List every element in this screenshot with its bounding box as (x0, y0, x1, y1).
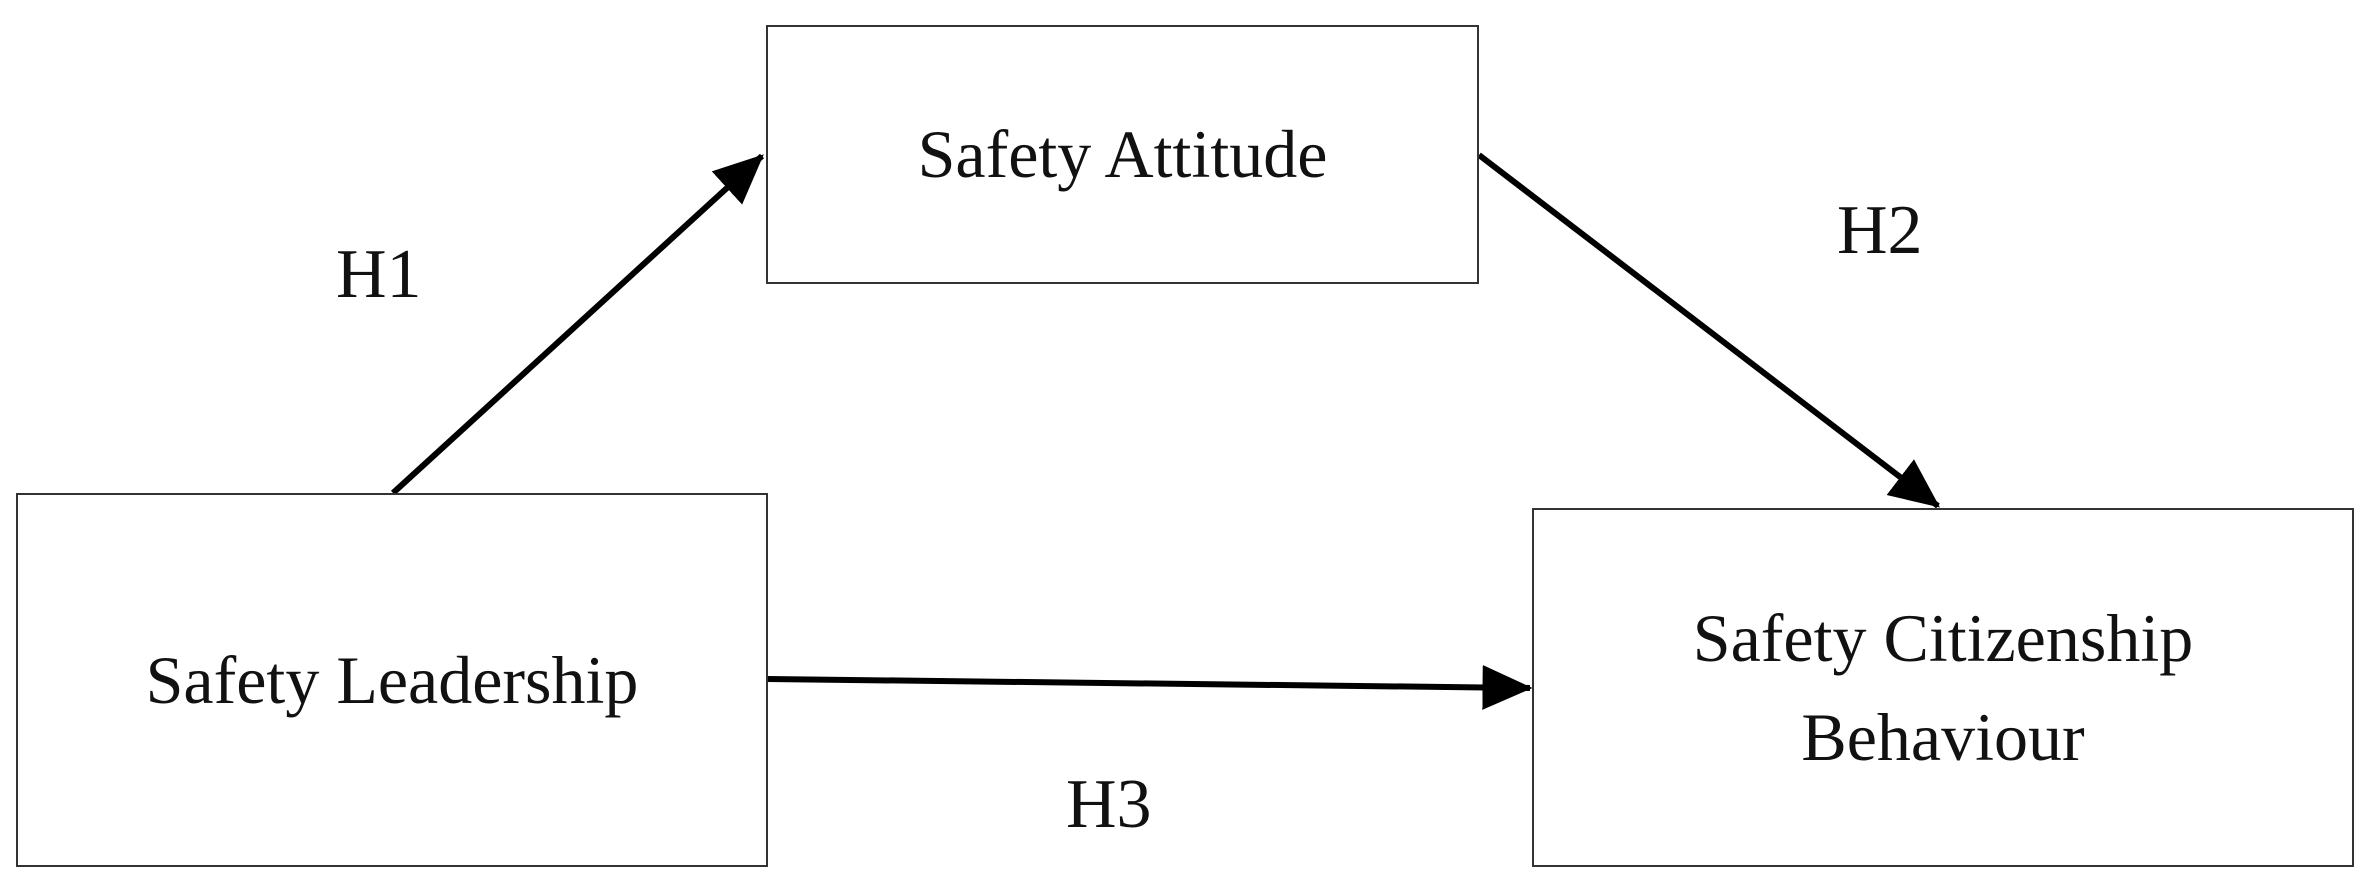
safety-citizenship-behaviour-node: Safety Citizenship Behaviour (1532, 508, 2354, 867)
arrow-h3 (767, 664, 1533, 710)
hypothesis-h3-label: H3 (1066, 766, 1152, 843)
safety-citizenship-label-line1: Safety Citizenship (1692, 599, 2194, 676)
safety-leadership-label: Safety Leadership (145, 641, 639, 718)
safety-citizenship-label-line2: Behaviour (1801, 698, 2085, 775)
safety-leadership-node: Safety Leadership (16, 493, 768, 867)
safety-attitude-label: Safety Attitude (917, 116, 1328, 193)
arrow-h2 (1477, 152, 1940, 509)
safety-attitude-node: Safety Attitude (766, 25, 1479, 284)
arrow-h1 (390, 153, 765, 496)
hypothesis-h1-label: H1 (336, 236, 422, 313)
hypothesis-h2-label: H2 (1837, 192, 1923, 269)
